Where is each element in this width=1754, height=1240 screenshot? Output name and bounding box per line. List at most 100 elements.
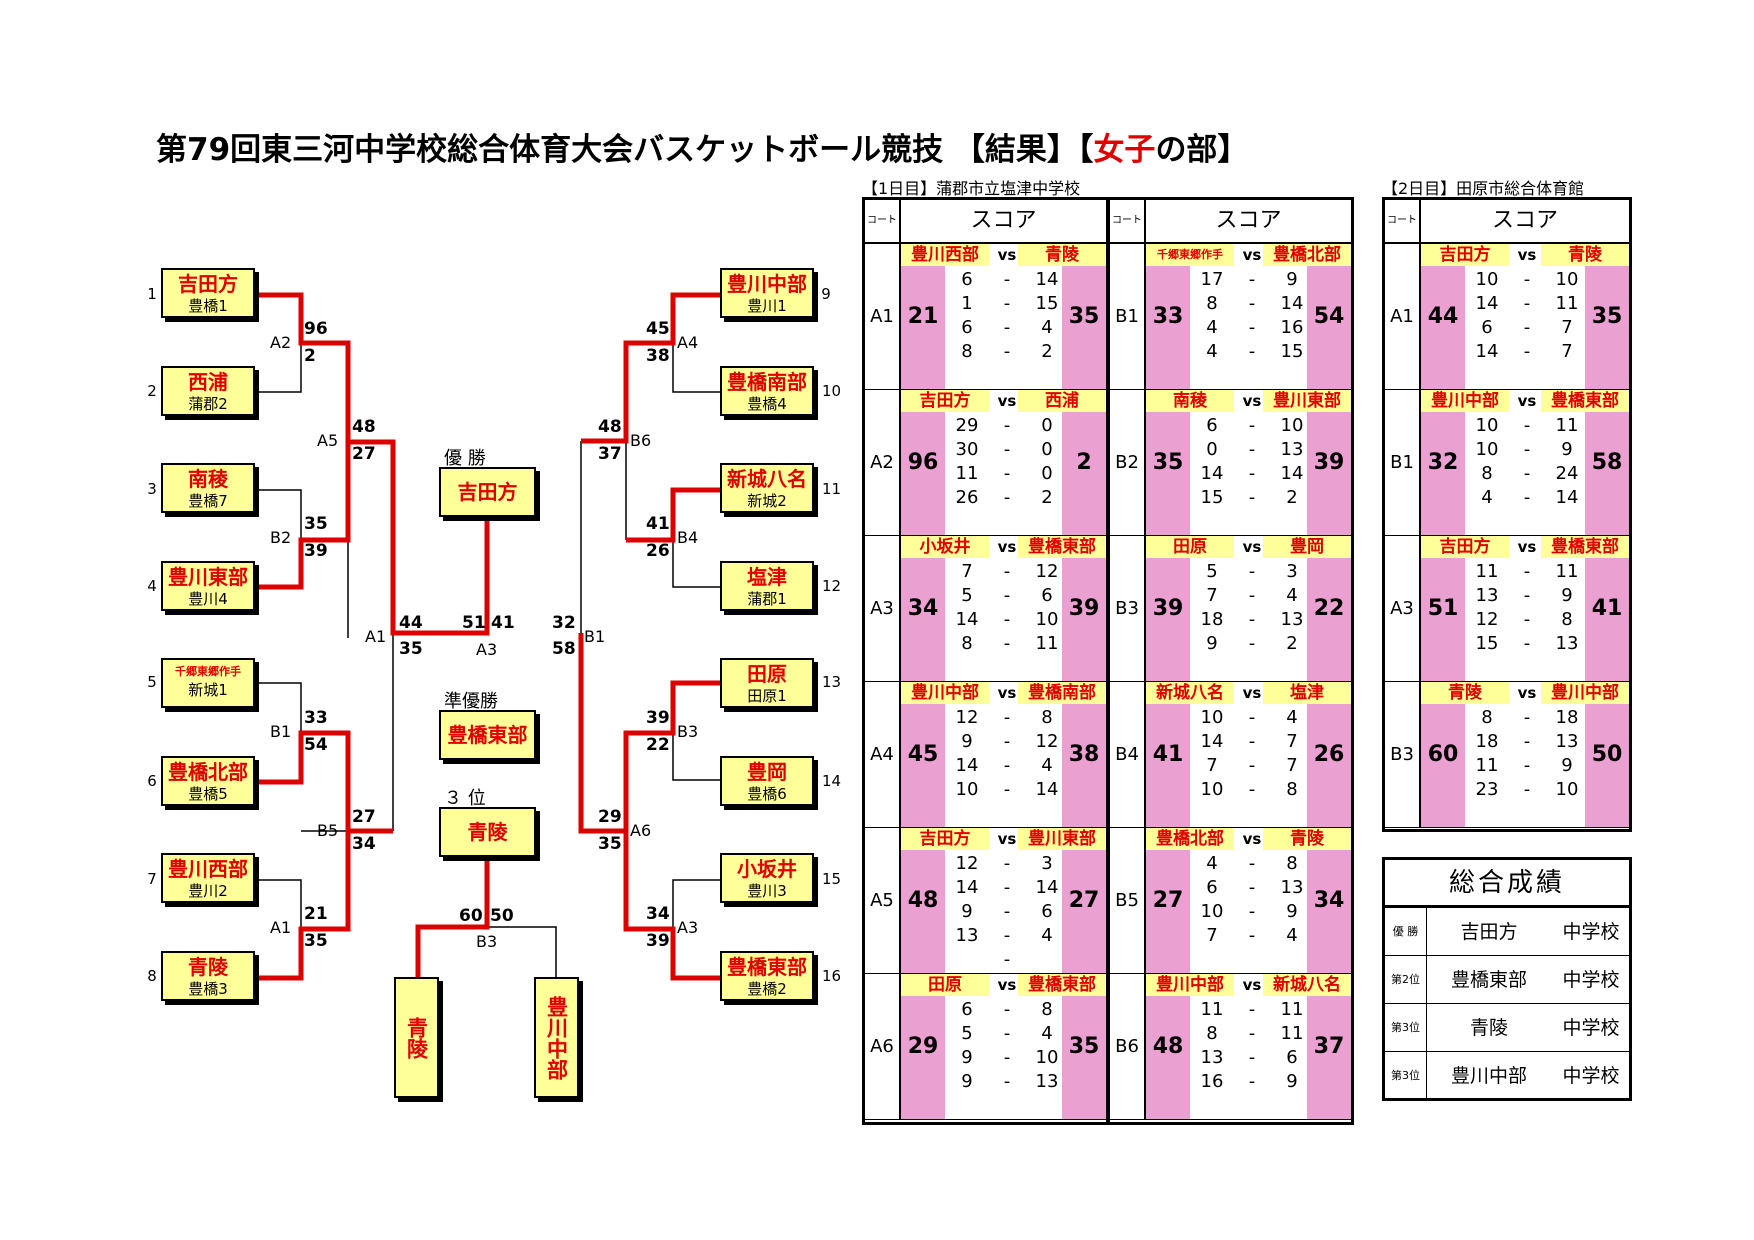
quarter-row: 6-14: [865, 268, 1106, 292]
quarter-score-b: 11: [1280, 999, 1304, 1020]
quarter-dash: -: [1248, 1071, 1256, 1092]
court-label: A5: [865, 828, 901, 973]
game-label: A6: [630, 821, 652, 840]
quarter-score-b: 11: [1555, 415, 1579, 436]
quarter-score-b: 10: [1555, 779, 1579, 800]
team-a-name: 吉田方: [901, 390, 989, 412]
quarter-dash: -: [1003, 1071, 1011, 1092]
total-a: 21: [907, 304, 939, 329]
score-band-right: [1307, 558, 1351, 681]
score-band-right: [1307, 704, 1351, 827]
score-band-left: [1421, 412, 1465, 535]
score: 35: [598, 834, 622, 854]
bracket-lines: [254, 292, 720, 1007]
quarter-score-a: 9: [961, 1047, 973, 1068]
score: 26: [646, 541, 670, 561]
quarter-score-a: 10: [955, 779, 979, 800]
quarter-score-a: 5: [961, 585, 973, 606]
quarter-dash: -: [1003, 1047, 1011, 1068]
score: 48: [598, 417, 622, 437]
quarter-dash: -: [1248, 585, 1256, 606]
quarter-score-b: 11: [1555, 561, 1579, 582]
quarter-dash: -: [1248, 633, 1256, 654]
quarter-score-b: 7: [1286, 731, 1298, 752]
vs-label: vs: [997, 246, 1017, 264]
quarter-row: 4-8: [1110, 852, 1351, 876]
quarter-score-a: 8: [1206, 293, 1218, 314]
quarter-score-b: 9: [1561, 585, 1573, 606]
seed-number: 12: [822, 577, 842, 595]
quarter-dash: -: [1248, 1023, 1256, 1044]
seed-number: 4: [147, 577, 157, 595]
champion-box: 吉田方: [439, 467, 536, 517]
team-b-name: 豊川東部: [1263, 390, 1351, 412]
score-band-left: [901, 266, 945, 389]
quarter-score-a: 8: [1481, 707, 1493, 728]
quarter-dash: -: [1003, 925, 1011, 946]
quarter-score-a: 10: [1475, 269, 1499, 290]
quarter-score-a: 11: [1475, 755, 1499, 776]
quarter-dash: -: [1523, 341, 1531, 362]
score-band-right: [1062, 558, 1106, 681]
quarter-dash: -: [1523, 609, 1531, 630]
court-label: A2: [865, 390, 901, 535]
score-band-left: [1146, 850, 1190, 973]
total-b: 58: [1591, 450, 1623, 475]
team-b-name: 塩津: [1263, 682, 1351, 704]
team-box-4: 豊川東部豊川4: [161, 561, 255, 611]
seed-number: 16: [822, 967, 842, 985]
quarter-dash: -: [1248, 707, 1256, 728]
quarter-score-b: 6: [1041, 901, 1053, 922]
total-b: 54: [1313, 304, 1345, 329]
vs-label: vs: [997, 976, 1017, 994]
team-box-13: 田原田原1: [720, 658, 814, 708]
quarter-row: 14-4: [865, 754, 1106, 778]
court-label: B3: [1110, 536, 1146, 681]
quarter-dash: -: [1523, 779, 1531, 800]
vs-label: vs: [1517, 684, 1537, 702]
court-label: A4: [865, 682, 901, 827]
quarter-row: 6-7: [1385, 316, 1629, 340]
team-b-name: 西浦: [1018, 390, 1106, 412]
quarter-row: 7-7: [1110, 754, 1351, 778]
vs-label: vs: [1242, 246, 1262, 264]
quarter-score-a: 14: [1200, 463, 1224, 484]
team-a-name: 田原: [1146, 536, 1234, 558]
quarter-row: 16-9: [1110, 1070, 1351, 1094]
score: 35: [304, 514, 328, 534]
table-header: コートスコア: [865, 200, 1106, 244]
score-band-right: [1062, 850, 1106, 973]
quarter-dash: -: [1523, 415, 1531, 436]
quarter-score-a: 7: [1206, 925, 1218, 946]
quarter-row: 5-4: [865, 1022, 1106, 1046]
team-a-name: 豊橋北部: [1146, 828, 1234, 850]
quarter-dash: -: [1003, 415, 1011, 436]
team-a-name: 青陵: [1421, 682, 1509, 704]
score-band-left: [901, 412, 945, 535]
third-game-team-b: 豊川中部: [534, 977, 579, 1098]
quarter-row: 13-9: [1385, 584, 1629, 608]
quarter-row: 13-4: [865, 924, 1106, 948]
quarter-dash: -: [1003, 853, 1011, 874]
total-a: 32: [1427, 450, 1459, 475]
team-b-name: 新城八名: [1263, 974, 1351, 996]
score-band-right: [1062, 996, 1106, 1119]
quarter-score-b: 24: [1555, 463, 1579, 484]
team-b-name: 豊橋南部: [1018, 682, 1106, 704]
score: 27: [352, 807, 376, 827]
runner-up-label: 準優勝: [444, 691, 498, 712]
seed-number: 8: [147, 967, 157, 985]
team-a-name: 吉田方: [1421, 244, 1509, 266]
quarter-dash: -: [1248, 317, 1256, 338]
quarter-score-a: 4: [1206, 853, 1218, 874]
quarter-score-b: 9: [1561, 755, 1573, 776]
score-band-right: [1585, 412, 1629, 535]
seed-number: 11: [822, 480, 842, 498]
quarter-row: 8-11: [1110, 1022, 1351, 1046]
score-header: スコア: [970, 208, 1037, 233]
